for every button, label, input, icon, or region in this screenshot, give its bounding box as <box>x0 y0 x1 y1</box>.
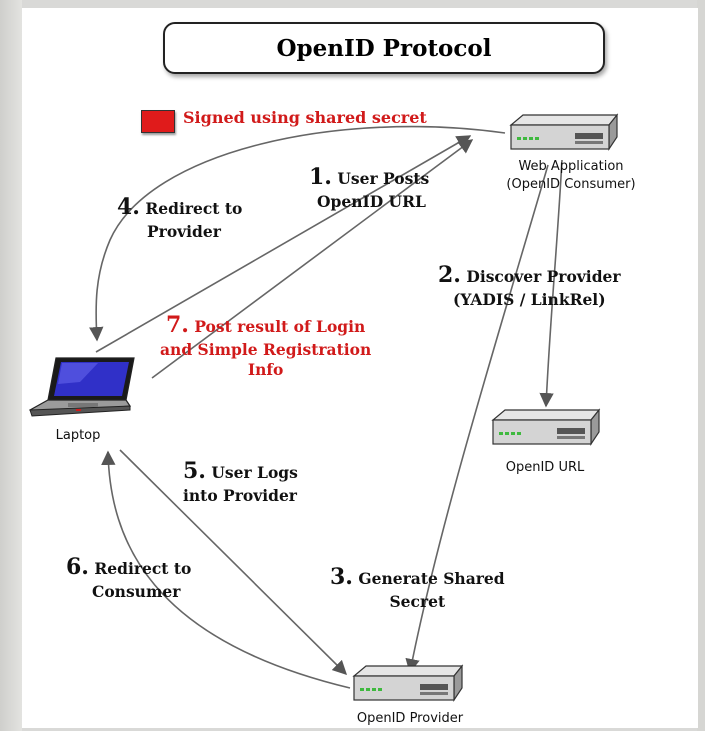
step-7-number: 7. <box>165 312 189 338</box>
step-4-line1: Redirect to <box>145 199 243 218</box>
step-6-line2: Consumer <box>92 581 181 601</box>
step-7-line1: Post result of Login <box>194 317 366 336</box>
step-4-label: 4. Redirect to Provider <box>117 193 242 242</box>
laptop-label: Laptop <box>55 428 101 443</box>
step-3-label: 3. Generate Shared Secret <box>330 563 505 612</box>
legend-red-swatch <box>141 110 175 133</box>
step-1-line1: User Posts <box>337 169 430 188</box>
web-application-label-line2: (OpenID Consumer) <box>506 177 636 193</box>
step-2-number: 2. <box>438 262 461 288</box>
step-7-line3: Info <box>247 359 284 379</box>
step-5-label: 5. User Logs into Provider <box>183 457 298 506</box>
legend-label: Signed using shared secret <box>183 108 427 127</box>
web-application-server-icon <box>509 113 619 151</box>
step-6-label: 6. Redirect to Consumer <box>66 553 191 602</box>
step-5-line2: into Provider <box>183 485 297 505</box>
step-7-label: 7. Post result of Login and Simple Regis… <box>160 311 371 380</box>
step-1-label: 1. User Posts OpenID URL <box>309 163 429 212</box>
step-2-label: 2. Discover Provider (YADIS / LinkRel) <box>438 261 621 310</box>
step-2-line1: Discover Provider <box>466 267 621 286</box>
step-3-number: 3. <box>330 564 353 590</box>
arrow-step6 <box>101 450 351 689</box>
arrow-step7 <box>151 139 474 379</box>
step-5-line1: User Logs <box>211 463 298 482</box>
arrow-step1 <box>95 135 472 353</box>
openid-provider-label: OpenID Provider <box>356 711 464 726</box>
openid-provider-server-icon <box>352 664 464 702</box>
step-1-line2: OpenID URL <box>317 191 426 211</box>
web-application-label: Web Application (OpenID Consumer) <box>478 158 664 194</box>
step-3-line2: Secret <box>389 591 446 611</box>
step-4-line2: Provider <box>147 221 221 241</box>
arrow-step5 <box>119 449 348 676</box>
laptop-icon <box>29 357 135 417</box>
step-1-number: 1. <box>309 164 332 190</box>
step-3-line1: Generate Shared <box>358 569 505 588</box>
arrow-step4 <box>89 125 506 342</box>
openid-url-label: OpenID URL <box>505 460 585 475</box>
background-edge-right <box>697 0 705 731</box>
diagram-title: OpenID Protocol <box>163 22 605 74</box>
step-7-line2: and Simple Registration <box>160 339 372 359</box>
arrow-step2 <box>539 159 563 408</box>
step-6-number: 6. <box>66 554 89 580</box>
web-application-label-line1: Web Application <box>518 159 624 174</box>
openid-url-server-icon <box>491 408 601 446</box>
step-6-line1: Redirect to <box>94 559 192 578</box>
step-4-number: 4. <box>117 194 140 220</box>
step-5-number: 5. <box>183 458 206 484</box>
step-2-line2: (YADIS / LinkRel) <box>453 289 606 309</box>
background-edge-left <box>0 0 22 731</box>
arrow-step3 <box>405 164 549 674</box>
